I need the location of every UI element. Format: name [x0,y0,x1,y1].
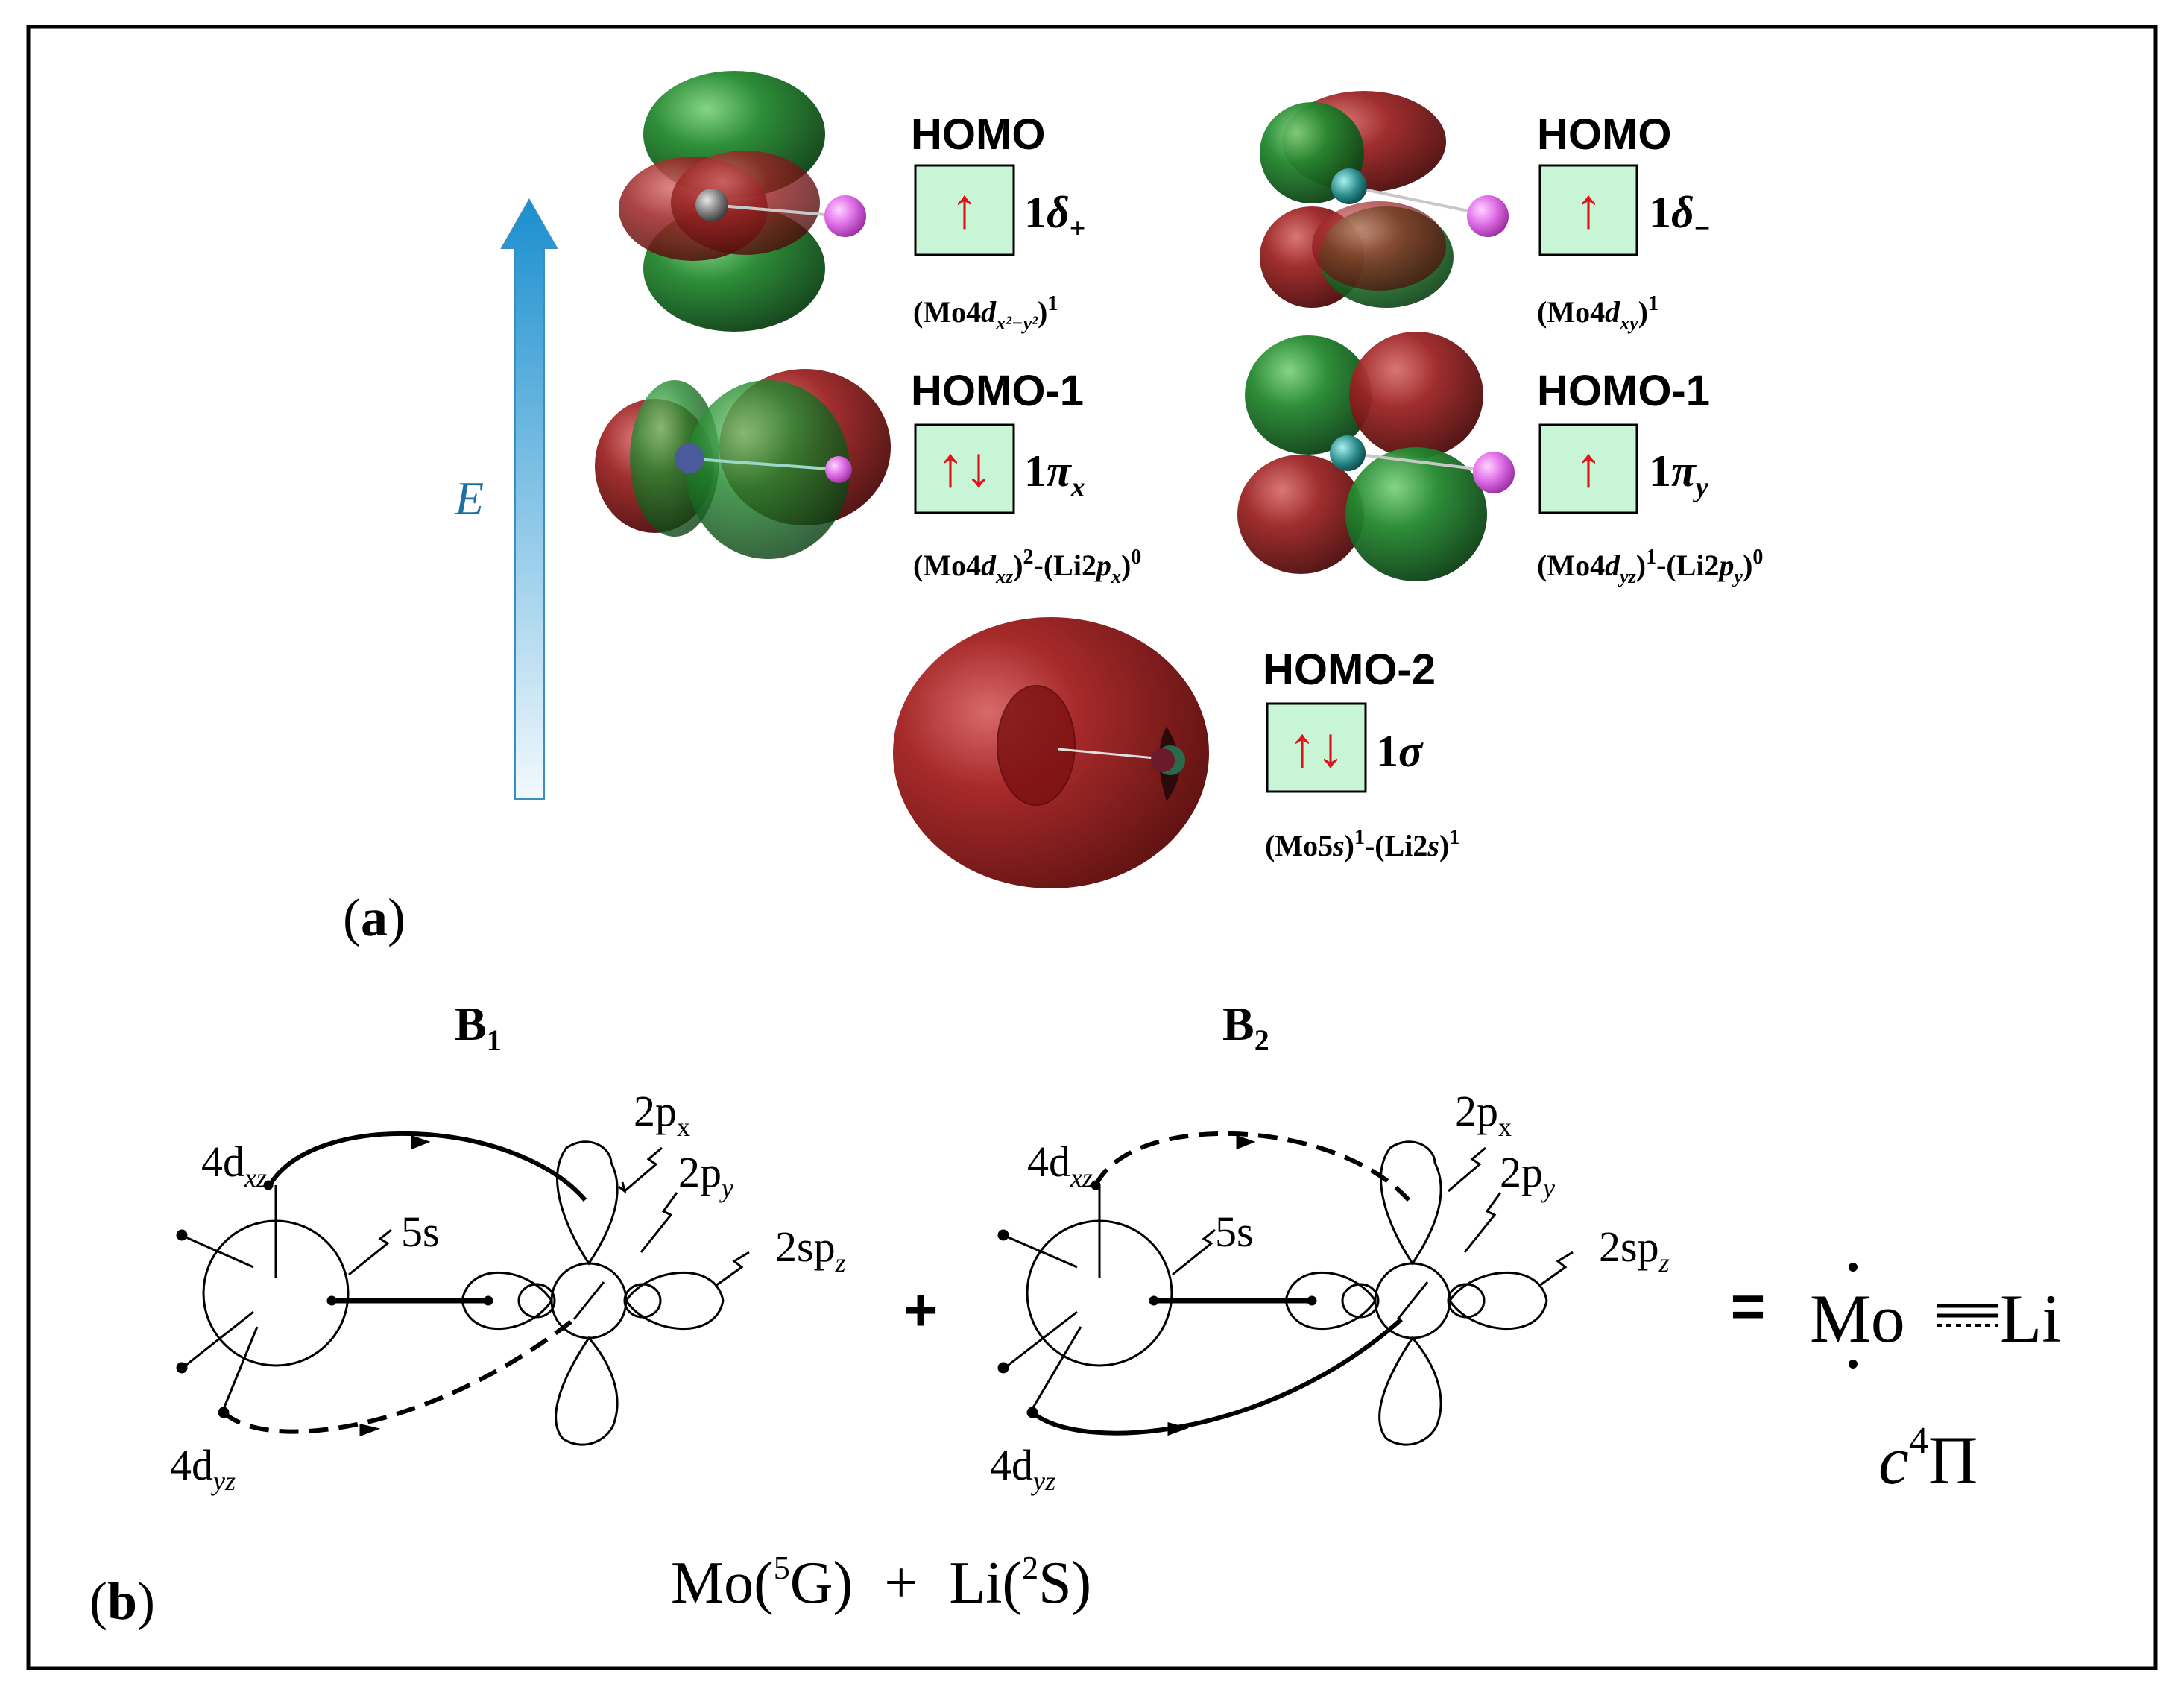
triple-bond-symbol [1937,1304,1998,1327]
orbital-title: HOMO [1537,110,1671,159]
figure-frame [26,25,2158,1670]
spin-arrows: ↑ [950,177,979,240]
unpaired-electron-dot [1849,1263,1858,1272]
electron-config: (Mo4dxz)2-(Li2px)0 [913,546,1141,587]
b1-labels: 4dxz 4dyz 5s 2px 2py 2spz [170,1087,846,1496]
occupation-box [914,423,1015,514]
spin-arrows: ↑ [1574,435,1603,499]
spin-arrows: ↑↓ [936,435,993,499]
orbital-title: HOMO-1 [1537,367,1710,415]
label-5s: 5s [1215,1208,1254,1256]
energy-arrow [500,198,558,800]
energy-axis-label: E [454,472,484,525]
occupation-box [1266,702,1367,793]
orbital-label-homo1-pi-y: HOMO-1 ↑ 1πy (Mo4dyz)1-(Li2py)0 [1537,367,1763,587]
mo-symbol: 1δ− [1649,188,1710,244]
mo-symbol: 1δ+ [1024,188,1085,244]
product-li: Li [2000,1281,2061,1357]
product-molecule: Mo Li [1810,1263,2061,1369]
occupation-box [914,164,1015,256]
label-4dxz: 4dxz [201,1137,267,1193]
label-2py: 2py [678,1148,733,1203]
orbital-render-delta-minus [1260,91,1509,308]
panel-b-label: (b) [89,1571,155,1631]
occupation-box [1538,164,1638,256]
term-symbol: c4Π [1878,1420,1978,1498]
label-2spz: 2spz [775,1222,846,1278]
orbital-title: HOMO-1 [911,367,1084,415]
orbital-label-homo1-pi-x: HOMO-1 ↑↓ 1πx (Mo4dxz)2-(Li2px)0 [911,367,1141,587]
plus-sign: + [903,1277,938,1343]
orbital-title: HOMO-2 [1263,646,1436,694]
reactants-line: Mo(5G)+Li(2S) [671,1550,1091,1616]
orbital-title: HOMO [911,110,1045,159]
b2-heading: B2 [1222,997,1269,1057]
orbital-label-homo-delta-minus: HOMO ↑ 1δ− (Mo4dxy)1 [1537,110,1710,334]
label-2spz: 2spz [1599,1222,1670,1278]
equals-sign: = [1731,1273,1766,1339]
electron-config: (Mo4dyz)1-(Li2py)0 [1537,546,1763,587]
b1-heading: B1 [455,997,502,1057]
orbital-render-pi-y [1237,332,1515,581]
label-4dxz: 4dxz [1027,1137,1093,1193]
panel-a-label: (a) [343,888,405,947]
panel-b: B1 B2 [89,997,2061,1631]
product-mo: Mo [1810,1281,1905,1357]
spin-arrows: ↑↓ [1288,716,1345,779]
orbital-render-sigma [893,617,1209,888]
mo-symbol: 1πy [1649,446,1708,503]
occupation-box [1538,423,1638,514]
label-4dyz: 4dyz [990,1441,1055,1496]
label-2px: 2px [634,1087,690,1142]
mo-symbol: 1πx [1024,446,1085,503]
b2-diagram [997,1131,1574,1446]
spin-arrows: ↑ [1574,177,1603,240]
electron-config: (Mo5s)1-(Li2s)1 [1265,826,1459,862]
label-2py: 2py [1500,1148,1555,1203]
orbital-label-homo-delta-plus: HOMO ↑ 1δ+ (Mo4dx²−y²)1 [911,110,1085,334]
b2-labels: 4dxz 4dyz 5s 2px 2py 2spz [990,1087,1670,1496]
orbital-render-pi-x [595,369,891,559]
mo-symbol: 1σ [1376,727,1424,776]
orbital-render-delta-plus [619,71,866,332]
unpaired-electron-dot [1849,1360,1858,1369]
panel-a: E [343,71,1763,947]
orbital-label-homo2-sigma: HOMO-2 ↑↓ 1σ (Mo5s)1-(Li2s)1 [1263,646,1459,862]
label-5s: 5s [401,1208,440,1256]
electron-config: (Mo4dxy)1 [1537,292,1658,334]
label-2px: 2px [1455,1087,1512,1142]
label-4dyz: 4dyz [170,1441,236,1496]
electron-config: (Mo4dx²−y²)1 [913,292,1058,334]
b1-diagram [176,1131,750,1446]
